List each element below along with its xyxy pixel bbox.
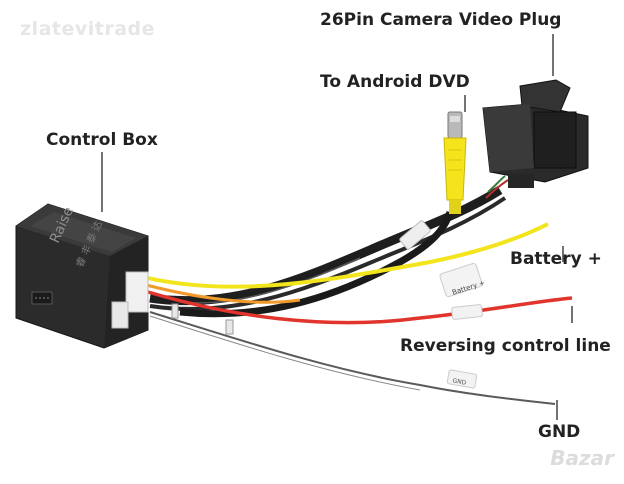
gnd-tag-text: GND	[452, 377, 467, 386]
label-reversing: Reversing control line	[400, 336, 611, 356]
battery-tag	[439, 262, 483, 298]
rca-connector	[443, 111, 467, 214]
reversing-tag	[451, 304, 483, 320]
watermark: zlatevitrade	[20, 18, 156, 40]
reversing-wire	[134, 286, 573, 325]
label-gnd: GND	[538, 422, 581, 442]
watermark-logo: Bazar	[550, 446, 614, 470]
gnd-tag	[446, 369, 478, 389]
control-box: Raise 睿 丰 泰 达	[15, 203, 149, 349]
cable-tie	[225, 319, 234, 335]
battery-wire	[134, 222, 549, 289]
label-android-dvd: To Android DVD	[320, 72, 470, 92]
label-battery: Battery +	[510, 249, 602, 269]
camera-plug	[482, 79, 589, 188]
label-camera-plug: 26Pin Camera Video Plug	[320, 10, 562, 30]
label-control-box: Control Box	[46, 130, 158, 150]
plug-tag	[399, 220, 431, 250]
gnd-wire	[149, 311, 556, 405]
